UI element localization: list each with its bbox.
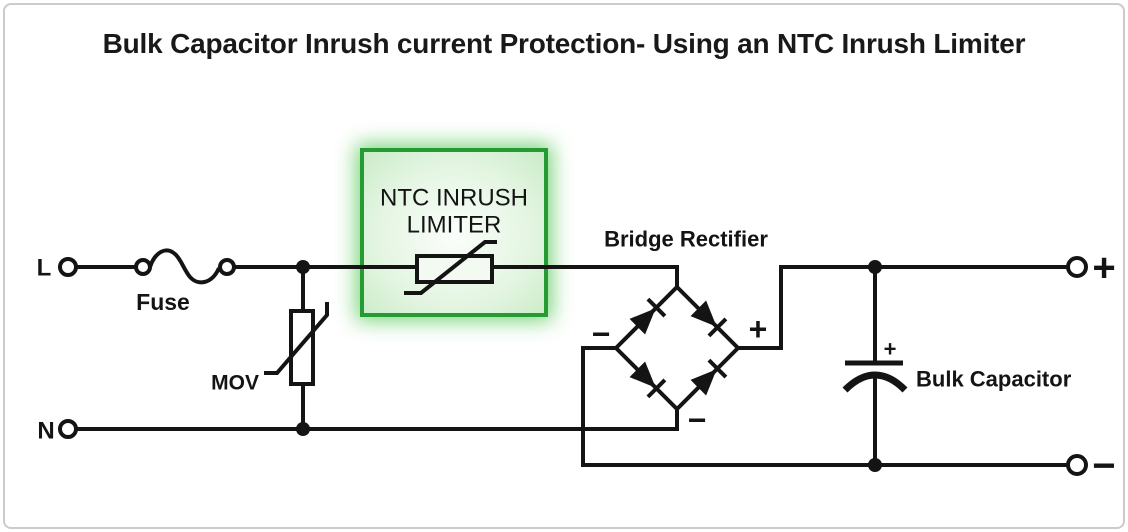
wire-bridge-negative-output xyxy=(581,346,1068,467)
fuse-terminal-left xyxy=(134,258,152,276)
label-capacitor-plus: + xyxy=(884,337,897,362)
fuse-terminal-right xyxy=(218,258,236,276)
mov-varistor-symbol xyxy=(264,302,329,386)
diode-upper-right xyxy=(690,300,728,338)
label-neutral: N xyxy=(37,418,54,445)
wire-ntc-to-bridge-top xyxy=(492,265,679,287)
label-fuse: Fuse xyxy=(136,289,190,315)
junction-negative-capacitor xyxy=(868,458,882,472)
diode-upper-left xyxy=(629,297,667,335)
ntc-highlight-box xyxy=(360,148,548,317)
fuse-element-wave xyxy=(148,248,221,285)
label-bridge-rectifier: Bridge Rectifier xyxy=(604,227,768,252)
label-output-minus: − xyxy=(1092,444,1115,488)
wire-bridge-positive-output xyxy=(738,265,1068,350)
label-bulk-capacitor: Bulk Capacitor xyxy=(916,367,1072,392)
terminal-neutral xyxy=(58,419,78,439)
wire-neutral-to-bridge-bottom xyxy=(76,409,679,431)
bridge-diamond xyxy=(613,284,741,412)
label-bridge-plus-right: + xyxy=(749,311,768,347)
capacitor-plate-curved xyxy=(842,371,908,393)
junction-neutral-mov xyxy=(296,422,310,436)
diode-lower-left xyxy=(629,361,667,399)
junction-live-mov xyxy=(296,260,310,274)
label-mov: MOV xyxy=(211,372,259,395)
terminal-live xyxy=(58,257,78,277)
terminal-output-negative xyxy=(1066,454,1088,476)
wires xyxy=(76,248,1068,467)
bulk-capacitor-symbol xyxy=(842,360,908,393)
label-bridge-minus-left: − xyxy=(592,316,611,352)
label-ntc-line2: LIMITER xyxy=(407,212,502,239)
terminal-output-positive xyxy=(1066,256,1088,278)
ntc-thermistor-symbol xyxy=(404,240,497,295)
label-output-plus: + xyxy=(1092,246,1115,290)
label-ntc-line1: NTC INRUSH xyxy=(380,185,528,212)
label-bridge-minus-bottom: − xyxy=(688,402,707,438)
junction-positive-capacitor xyxy=(868,260,882,274)
diode-lower-right xyxy=(690,358,728,396)
page-title: Bulk Capacitor Inrush current Protection… xyxy=(102,28,1026,59)
label-live: L xyxy=(37,255,52,282)
